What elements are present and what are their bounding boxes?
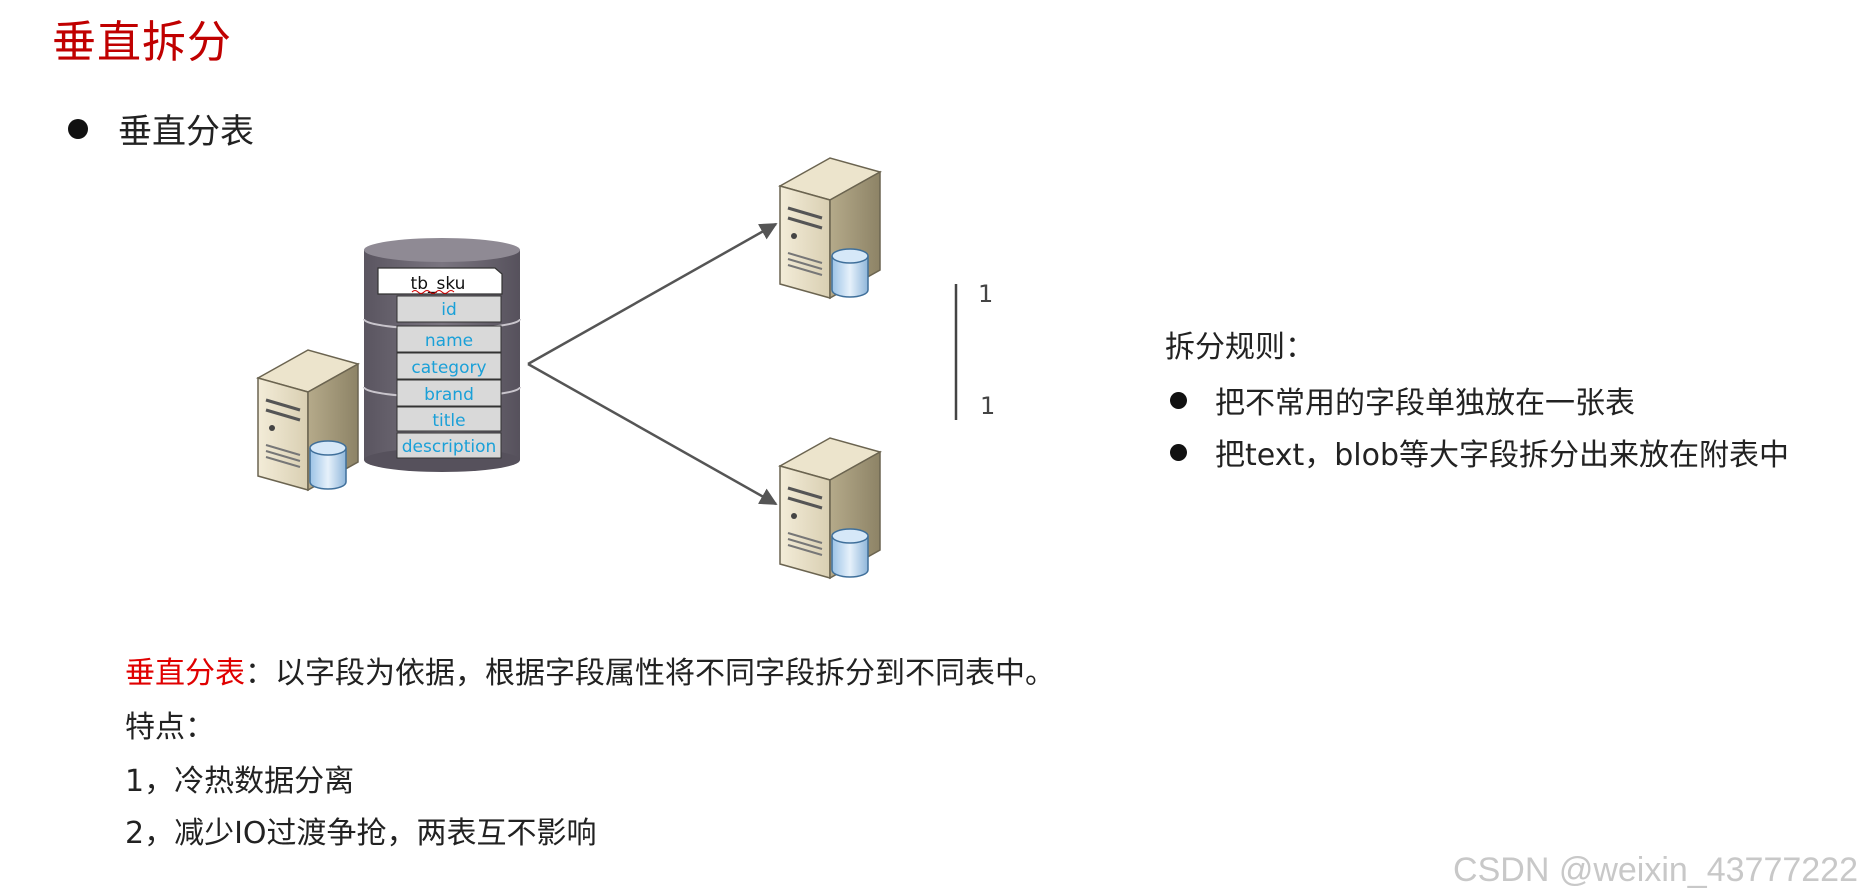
table-fields: id name category brand title description <box>396 295 502 459</box>
features-heading: 特点： <box>125 710 215 745</box>
arrow-to-bottom-server <box>527 362 778 506</box>
ratio-bottom: 1 <box>980 392 995 420</box>
rule-item: 把不常用的字段单独放在一张表 <box>1170 378 1635 422</box>
rules-heading: 拆分规则： <box>1165 330 1315 365</box>
top-server-icon <box>778 156 882 300</box>
field-description: description <box>402 437 497 457</box>
field-id: id <box>441 300 457 320</box>
rule-text: 把不常用的字段单独放在一张表 <box>1215 386 1635 421</box>
source-server-icon <box>256 348 360 492</box>
feature-item: 1，冷热数据分离 <box>125 764 355 799</box>
main-bullet-label: 垂直分表 <box>118 112 254 152</box>
bullet-dot-icon <box>1170 391 1187 409</box>
watermark: CSDN @weixin_43777222 <box>1453 851 1858 889</box>
definition-text: ：以字段为依据，根据字段属性将不同字段拆分到不同表中。 <box>245 656 1055 691</box>
definition-label: 垂直分表 <box>125 656 245 691</box>
bullet-dot-icon <box>68 118 88 139</box>
field-brand: brand <box>424 385 474 405</box>
ratio-top: 1 <box>978 280 993 308</box>
table-header: tb_sku <box>377 267 503 295</box>
table-name: tb_sku <box>411 274 466 294</box>
rule-item: 把text，blob等大字段拆分出来放在附表中 <box>1170 430 1789 474</box>
bullet-dot-icon <box>1170 443 1187 461</box>
arrow-to-top-server <box>527 222 778 366</box>
field-title: title <box>432 411 465 431</box>
main-bullet: 垂直分表 <box>68 104 254 153</box>
feature-item: 2，减少IO过渡争抢，两表互不影响 <box>125 816 597 851</box>
field-name: name <box>425 331 473 351</box>
bottom-server-icon <box>778 436 882 580</box>
rule-text: 把text，blob等大字段拆分出来放在附表中 <box>1215 438 1789 473</box>
definition-line: 垂直分表：以字段为依据，根据字段属性将不同字段拆分到不同表中。 <box>125 648 1055 692</box>
page-title: 垂直拆分 <box>52 17 232 68</box>
field-category: category <box>411 358 486 378</box>
